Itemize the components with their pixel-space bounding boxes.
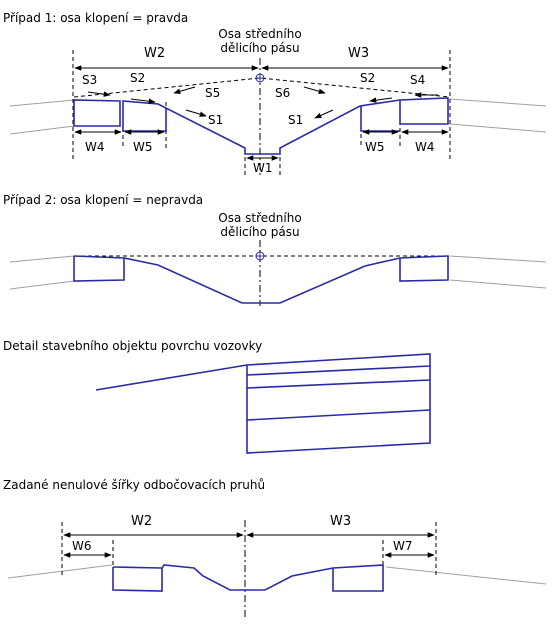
turn-right-pavement xyxy=(332,564,384,592)
turn-w7-label: W7 xyxy=(393,539,413,553)
case1-s4-label: S4 xyxy=(410,73,425,87)
detail-slope-line xyxy=(95,364,248,391)
case2-axis-label-2: dělicího pásu xyxy=(220,225,299,239)
case1-s5-arrow xyxy=(173,86,196,94)
turn-w3-label: W3 xyxy=(330,514,351,529)
case1-right-pavement xyxy=(399,97,449,125)
case1-s2-right-arrow xyxy=(369,97,393,103)
case2-right-pavement xyxy=(399,256,449,282)
case1-s2-left-arrow xyxy=(130,98,156,104)
case1-w1-label: W1 xyxy=(253,161,273,175)
case1-s3-arrow xyxy=(87,91,111,97)
case2-left-pavement xyxy=(73,256,125,282)
case1-terrain-left-lower xyxy=(9,125,75,135)
case2-pivot-cross xyxy=(256,252,264,260)
turn-w2-label: W2 xyxy=(131,514,152,529)
detail-pavement-block xyxy=(246,353,431,454)
case1-w3-label: W3 xyxy=(348,46,369,61)
case1-w5-left-label: W5 xyxy=(133,140,153,154)
case1-terrain-right-lower xyxy=(449,123,547,133)
turn-lanes-section: Zadané nenulové šířky odbočovacích pruhů… xyxy=(3,478,547,620)
case2-median-profile xyxy=(73,255,449,304)
case1-title: Případ 1: osa klopení = pravda xyxy=(3,11,188,25)
turn-terrain-right xyxy=(385,566,547,585)
case1-s2-right-label: S2 xyxy=(360,71,375,85)
turn-median-profile xyxy=(112,564,334,591)
case1-s3-label: S3 xyxy=(82,73,97,87)
case1-axis-label-2: dělicího pásu xyxy=(220,41,299,55)
case1-terrain-right-upper xyxy=(449,98,547,107)
case1-w2-label: W2 xyxy=(144,46,165,61)
detail-title: Detail stavebního objektu povrchu vozovk… xyxy=(3,339,262,353)
case2-axis-label-1: Osa středního xyxy=(218,211,301,225)
case1-s1-right-label: S1 xyxy=(288,113,303,127)
case1-w4-left-label: W4 xyxy=(85,140,105,154)
case2-terrain-left-upper xyxy=(9,255,75,263)
case1-s6-arrow xyxy=(303,86,326,94)
detail-layer-1 xyxy=(246,365,431,376)
turn-lanes-title: Zadané nenulové šířky odbočovacích pruhů xyxy=(3,478,265,492)
case1-pivot-cross xyxy=(256,74,264,82)
case1-s1-right-arrow xyxy=(314,109,334,119)
case1-w4-right-label: W4 xyxy=(415,140,435,154)
case1-s2-left-label: S2 xyxy=(130,71,145,85)
case2-terrain-left-lower xyxy=(9,280,75,290)
turn-w6-label: W6 xyxy=(72,539,92,553)
detail-layer-2 xyxy=(246,379,431,389)
case1-s1-left-label: S1 xyxy=(208,113,223,127)
turn-left-pavement xyxy=(112,567,163,592)
case1-section: Případ 1: osa klopení = pravda Osa střed… xyxy=(3,11,547,176)
case1-left-pavement xyxy=(73,99,121,127)
case1-terrain-left-upper xyxy=(9,99,75,107)
case2-terrain-right-upper xyxy=(449,255,547,263)
case1-s5-label: S5 xyxy=(205,86,220,100)
case2-title: Případ 2: osa klopení = nepravda xyxy=(3,193,203,207)
detail-section: Detail stavebního objektu povrchu vozovk… xyxy=(3,339,431,454)
case2-terrain-right-lower xyxy=(449,279,547,289)
case1-s6-label: S6 xyxy=(275,86,290,100)
case1-w5-right-label: W5 xyxy=(365,140,385,154)
case1-median-profile xyxy=(122,99,401,155)
case1-axis-label-1: Osa středního xyxy=(218,27,301,41)
case1-s1-left-arrow xyxy=(185,109,207,117)
case1-right-shoulder xyxy=(360,106,400,132)
detail-layer-3 xyxy=(246,409,431,421)
turn-terrain-left xyxy=(7,564,113,579)
case2-section: Případ 2: osa klopení = nepravda Osa stř… xyxy=(3,193,547,306)
